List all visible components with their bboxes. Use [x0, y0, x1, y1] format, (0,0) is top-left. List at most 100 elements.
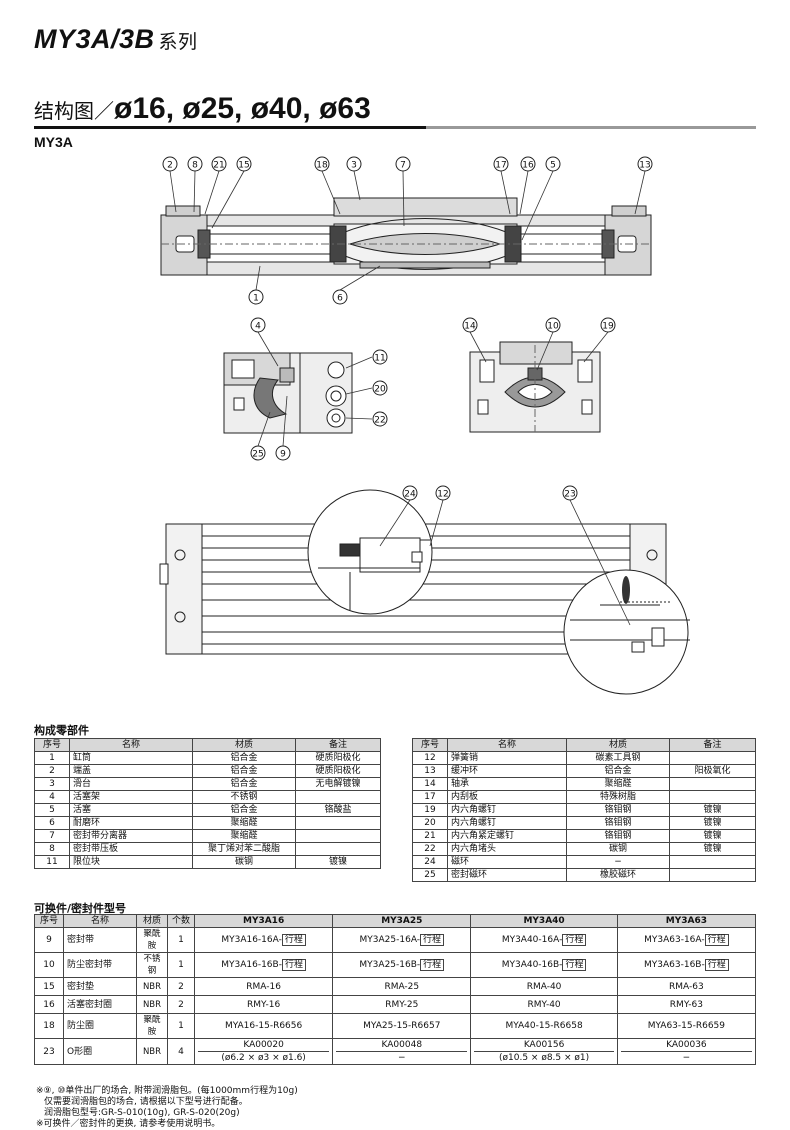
model-prefix: MY3A16-16A- [221, 935, 282, 945]
cell-material: 铬钼钢 [566, 816, 670, 830]
col-model-63: MY3A63 [616, 914, 757, 928]
cell-note [669, 777, 756, 791]
col-note: 备注 [669, 738, 756, 752]
cell-material: 聚缩醛 [192, 816, 296, 830]
col-name: 名称 [63, 914, 137, 928]
cell-name: 活塞架 [69, 790, 193, 804]
cell-note: 硬质阳极化 [295, 764, 381, 778]
model-label: MY3A [34, 134, 73, 150]
cell-material: 聚丁烯对苯二酸脂 [192, 842, 296, 856]
stroke-box: 行程 [281, 959, 306, 971]
notes: ※⑨, ⑩单件出厂的场合, 附带润滑脂包。(每1000mm行程为10g) 仅需要… [36, 1086, 298, 1130]
cell-material: 铝合金 [192, 764, 296, 778]
model-value: RMA-25 [384, 981, 420, 992]
cell-no: 14 [412, 777, 448, 791]
model-value: MYA25-15-R6657 [363, 1021, 441, 1031]
col-material: 材质 [566, 738, 670, 752]
cell-name: 密封带分离器 [69, 829, 193, 843]
cell-no: 6 [34, 816, 70, 830]
model-value: KA00020 [198, 1039, 330, 1052]
cell-model-value: RMY-25 [332, 995, 472, 1014]
col-note: 备注 [295, 738, 381, 752]
cell-note [295, 816, 381, 830]
cell-no: 15 [34, 977, 64, 996]
cell-model-value: MY3A25-16B-行程 [332, 952, 472, 978]
cell-no: 25 [412, 868, 448, 882]
callout-1: 1 [253, 294, 259, 304]
cell-name: 内六角堵头 [447, 842, 567, 856]
cell-note [295, 829, 381, 843]
cell-material: 特殊树脂 [566, 790, 670, 804]
cell-material: 碳钢 [192, 855, 296, 869]
stroke-box: 行程 [420, 934, 445, 946]
model-subvalue: − [682, 1053, 691, 1063]
cell-name: 耐磨环 [69, 816, 193, 830]
callout-17: 17 [495, 161, 506, 171]
callout-12: 12 [437, 490, 448, 500]
col-model-25: MY3A25 [332, 914, 472, 928]
cell-model-value: MY3A63-16A-行程 [616, 927, 757, 953]
note-3: 润滑脂包型号:GR-S-010(10g), GR-S-020(20g) [44, 1108, 240, 1118]
cell-model-value: MY3A40-16A-行程 [470, 927, 618, 953]
cell-model-value: MY3A16-16A-行程 [193, 927, 334, 953]
cell-no: 12 [412, 751, 448, 765]
callout-2: 2 [167, 161, 173, 171]
cell-model-value: MYA25-15-R6657 [332, 1013, 472, 1039]
callout-14: 14 [464, 322, 476, 332]
cell-material: 碳素工具钢 [566, 751, 670, 765]
cell-note: 硬质阳极化 [295, 751, 381, 765]
model-prefix: MY3A16-16B- [221, 960, 282, 970]
cell-name: 密封带压板 [69, 842, 193, 856]
cell-qty: 1 [167, 927, 195, 953]
cell-material: 聚缩醛 [192, 829, 296, 843]
cell-no: 19 [412, 803, 448, 817]
callout-13: 13 [639, 161, 650, 171]
cell-qty: 1 [167, 952, 195, 978]
cell-name: 端盖 [69, 764, 193, 778]
cell-name: 防尘密封带 [63, 952, 137, 978]
cell-qty: 2 [167, 995, 195, 1014]
callout-4: 4 [255, 322, 261, 332]
left-cross-section [223, 352, 353, 434]
model-subvalue: − [398, 1053, 406, 1063]
cell-model-value: MYA16-15-R6656 [193, 1013, 334, 1039]
cell-material: 铝合金 [192, 803, 296, 817]
cell-material: 碳钢 [566, 842, 670, 856]
callout-24: 24 [404, 490, 416, 500]
callout-11: 11 [374, 354, 385, 364]
cell-model-value: MY3A63-16B-行程 [616, 952, 757, 978]
model-value: RMY-25 [385, 999, 419, 1010]
model-value: KA00048 [336, 1039, 468, 1052]
cell-model-value: RMA-40 [470, 977, 618, 996]
table-header-row: 序号 名称 材质 备注 [34, 738, 381, 752]
callout-19: 19 [602, 322, 614, 332]
main-section-view [160, 197, 652, 276]
cell-note: 镀镍 [669, 842, 756, 856]
cell-no: 18 [34, 1013, 64, 1039]
col-model-40: MY3A40 [470, 914, 618, 928]
cell-material: NBR [136, 977, 168, 996]
model-value: MYA16-15-R6656 [224, 1021, 303, 1031]
cell-name: 滑台 [69, 777, 193, 791]
cell-model-value: MY3A40-16B-行程 [470, 952, 618, 978]
cell-model-value: RMA-63 [616, 977, 757, 996]
cell-no: 24 [412, 855, 448, 869]
structure-drawing: 2 8 21 15 18 3 7 17 16 5 13 1 6 4 14 10 … [159, 156, 690, 695]
cell-material: 橡胶磁环 [566, 868, 670, 882]
cell-note: 镀镍 [669, 816, 756, 830]
callout-7: 7 [400, 161, 406, 171]
cell-note [669, 868, 756, 882]
cell-no: 17 [412, 790, 448, 804]
title-rule [34, 126, 756, 129]
model-value: RMY-40 [527, 999, 561, 1010]
series-name: MY3A/3B [34, 24, 155, 54]
callout-16: 16 [522, 161, 534, 171]
